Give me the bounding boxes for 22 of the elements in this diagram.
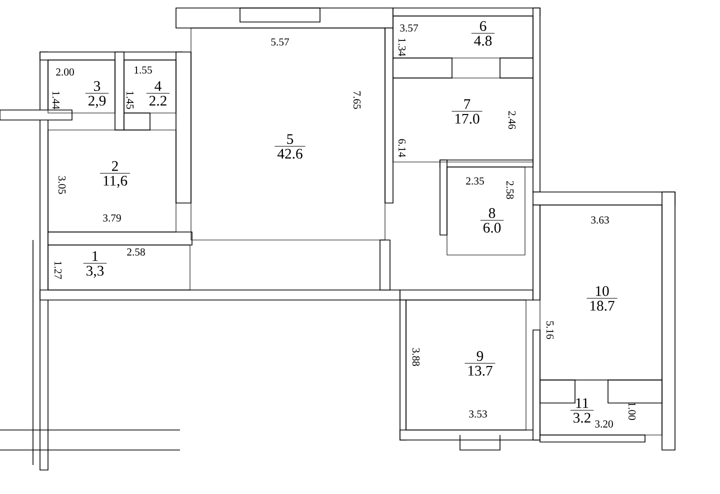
dimension-label: 3.79 [103, 214, 121, 222]
dimension-label: 5.16 [546, 321, 554, 340]
dimension-label: 1.45 [126, 92, 134, 109]
dimension-label: 2.58 [127, 248, 145, 256]
dimension-label: 1.00 [628, 402, 636, 420]
dimension-label: 1.27 [54, 262, 62, 280]
dimension-label: 5.57 [271, 38, 290, 46]
dimension-label: 1.55 [134, 66, 152, 74]
dimension-label: 3.20 [595, 420, 613, 428]
dimension-label: 2.00 [56, 68, 74, 76]
dimension-label: 1.44 [52, 92, 60, 110]
dimension-label: 2.35 [466, 177, 484, 185]
dimension-label: 3.57 [400, 24, 418, 32]
dimension-label: 2.58 [506, 181, 514, 199]
dimension-label: 3.63 [591, 216, 609, 224]
dimension-label: 3.88 [412, 348, 420, 366]
dimension-label: 2.46 [508, 111, 516, 130]
dimension-label: 6.14 [398, 139, 406, 158]
dimension-label: 3.53 [469, 410, 487, 418]
dimension-label: 7.65 [353, 91, 361, 109]
dimension-label: 3.05 [58, 176, 66, 194]
dimension-label: 1.34 [398, 38, 406, 56]
